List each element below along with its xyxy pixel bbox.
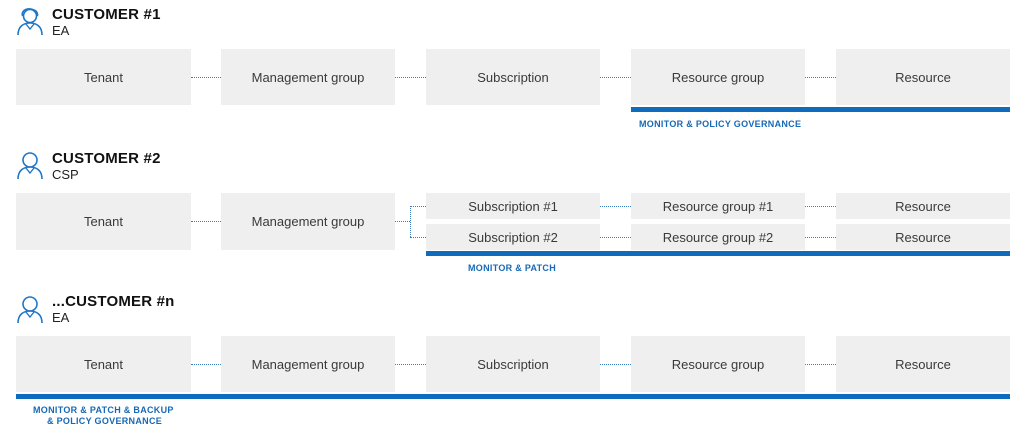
customer-2-subtitle: CSP xyxy=(52,167,79,182)
cn-subscription-box: Subscription xyxy=(426,336,600,392)
c2-subscription-1-box: Subscription #1 xyxy=(426,193,600,219)
c1-connector-1 xyxy=(191,77,221,78)
customer-2-title: CUSTOMER #2 xyxy=(52,150,161,167)
person-icon xyxy=(17,296,43,324)
c2-branch-top xyxy=(410,206,426,207)
c2-resource-group-1-box: Resource group #1 xyxy=(631,193,805,219)
c2-branch-connector xyxy=(410,206,411,237)
c1-resource-box: Resource xyxy=(836,49,1010,105)
cn-tenant-box: Tenant xyxy=(16,336,191,392)
c2-resource-1-box: Resource xyxy=(836,193,1010,219)
c2-connector-4b xyxy=(805,237,836,238)
cn-scope-bar xyxy=(16,394,1010,399)
c1-management-group-box: Management group xyxy=(221,49,395,105)
c1-connector-4 xyxy=(805,77,836,78)
c2-subscription-2-box: Subscription #2 xyxy=(426,224,600,250)
c2-tenant-box: Tenant xyxy=(16,193,191,250)
cn-scope-label-line1: MONITOR & PATCH & BACKUP xyxy=(33,405,174,415)
customer-1-subtitle: EA xyxy=(52,23,70,38)
c2-connector-3b xyxy=(600,237,631,238)
c1-scope-bar xyxy=(631,107,1010,112)
c1-scope-label: MONITOR & POLICY GOVERNANCE xyxy=(639,119,802,129)
c2-scope-label: MONITOR & PATCH xyxy=(468,263,556,273)
c1-connector-3 xyxy=(600,77,631,78)
c1-connector-2 xyxy=(395,77,426,78)
cn-connector-3 xyxy=(600,364,631,365)
customer-1-title: CUSTOMER #1 xyxy=(52,6,161,23)
c2-connector-2 xyxy=(395,221,410,222)
cn-scope-label-line2: & POLICY GOVERNANCE xyxy=(47,416,163,426)
customer-n-title: ...CUSTOMER #n xyxy=(52,293,175,310)
c1-subscription-box: Subscription xyxy=(426,49,600,105)
c1-resource-group-box: Resource group xyxy=(631,49,805,105)
c2-scope-bar xyxy=(426,251,1010,256)
c2-resource-group-2-box: Resource group #2 xyxy=(631,224,805,250)
person-icon xyxy=(17,152,43,180)
cn-connector-2 xyxy=(395,364,426,365)
c2-connector-3a xyxy=(600,206,631,207)
cn-connector-4 xyxy=(805,364,836,365)
cn-resource-box: Resource xyxy=(836,336,1010,392)
c2-branch-bottom xyxy=(410,237,426,238)
c2-connector-1 xyxy=(191,221,221,222)
customer-n-subtitle: EA xyxy=(52,310,70,325)
cn-resource-group-box: Resource group xyxy=(631,336,805,392)
cn-management-group-box: Management group xyxy=(221,336,395,392)
person-female-icon xyxy=(17,8,43,36)
cn-connector-1 xyxy=(191,364,221,365)
c1-tenant-box: Tenant xyxy=(16,49,191,105)
c2-management-group-box: Management group xyxy=(221,193,395,250)
c2-connector-4a xyxy=(805,206,836,207)
c2-resource-2-box: Resource xyxy=(836,224,1010,250)
